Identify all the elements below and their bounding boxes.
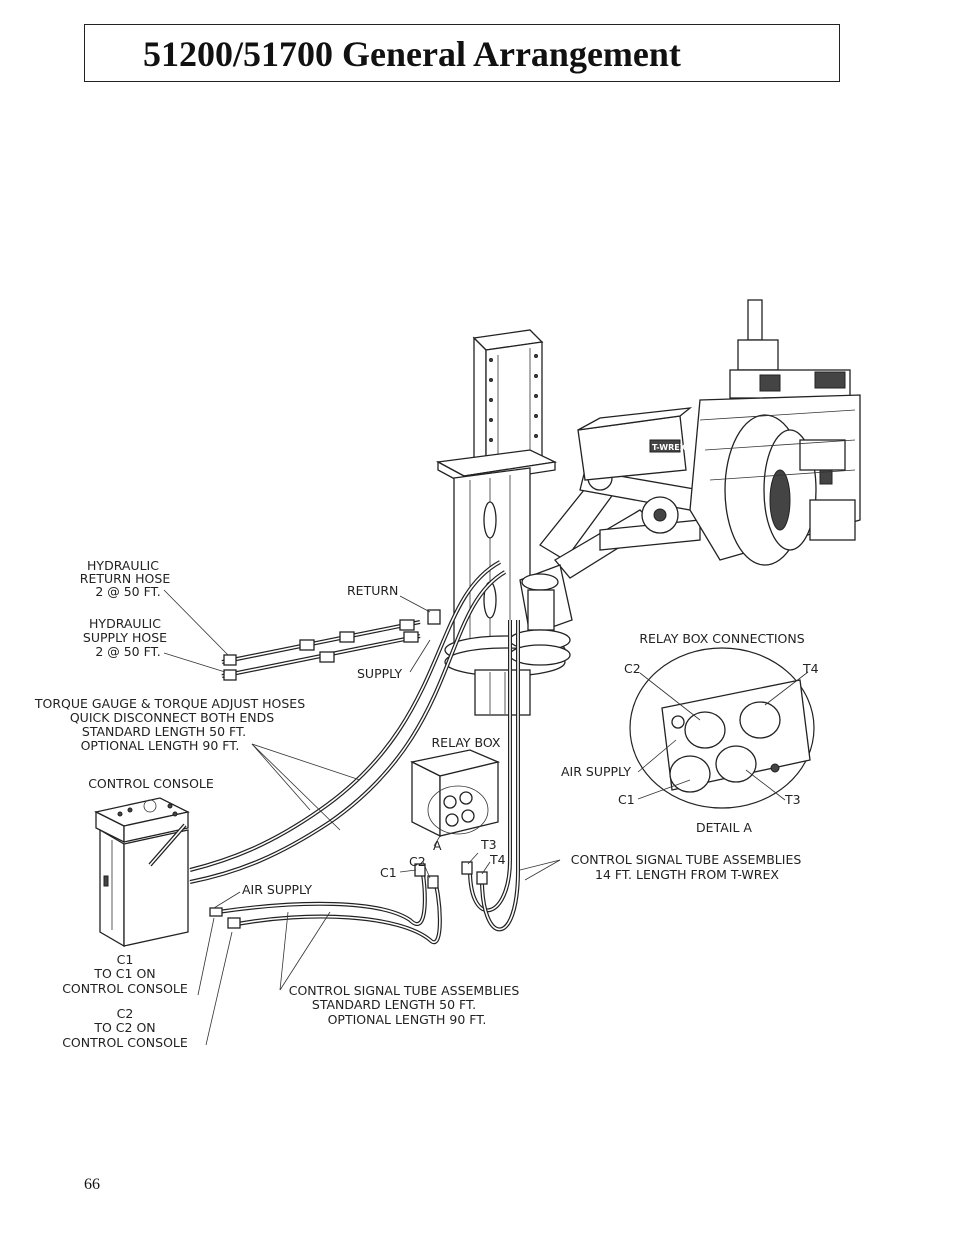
label-c2: C2 — [409, 854, 426, 869]
arm-assembly: T-WREX — [509, 407, 701, 666]
label-t3: T3 — [480, 837, 497, 852]
label-supply: SUPPLY — [357, 666, 402, 681]
label-c2-block-2: TO C2 ON — [93, 1020, 155, 1035]
label-detail-c2: C2 — [624, 661, 641, 676]
detail-a — [629, 647, 815, 809]
label-c1: C1 — [380, 865, 397, 880]
hydraulic-hoses — [221, 609, 441, 681]
label-cstub14-1: CONTROL SIGNAL TUBE ASSEMBLIES — [571, 852, 802, 867]
label-torque-4: OPTIONAL LENGTH 90 FT. — [81, 738, 240, 753]
label-hyd-return-3: 2 @ 50 FT. — [95, 584, 160, 599]
control-signal-tubes-50 — [209, 861, 488, 945]
label-t4: T4 — [489, 852, 506, 867]
label-air-supply: AIR SUPPLY — [242, 882, 312, 897]
label-hyd-supply-1: HYDRAULIC — [89, 616, 161, 631]
label-relay-box: RELAY BOX — [432, 735, 501, 750]
label-a-marker: A — [433, 838, 442, 853]
label-cstub50-2: STANDARD LENGTH 50 FT. — [312, 997, 476, 1012]
torque-hoses — [189, 560, 507, 884]
label-detail-a: DETAIL A — [696, 820, 752, 835]
label-hyd-supply-2: SUPPLY HOSE — [83, 630, 167, 645]
leader-lines — [163, 589, 809, 1046]
page-number: 66 — [84, 1176, 100, 1193]
label-return: RETURN — [347, 583, 398, 598]
label-c1-block-2: TO C1 ON — [93, 966, 155, 981]
label-c1-block-3: CONTROL CONSOLE — [62, 981, 188, 996]
label-torque-2: QUICK DISCONNECT BOTH ENDS — [70, 710, 274, 725]
label-detail-t3: T3 — [784, 792, 801, 807]
label-hyd-return-1: HYDRAULIC — [87, 558, 159, 573]
callout-labels: HYDRAULIC RETURN HOSE 2 @ 50 FT. HYDRAUL… — [34, 558, 819, 1050]
page-title: 51200/51700 General Arrangement — [143, 34, 681, 74]
control-console — [94, 797, 190, 948]
brand-mark: T-WREX — [652, 443, 687, 452]
label-c2-block-1: C2 — [117, 1006, 134, 1021]
label-cstub50-1: CONTROL SIGNAL TUBE ASSEMBLIES — [289, 983, 520, 998]
label-detail-t4: T4 — [802, 661, 819, 676]
label-torque-1: TORQUE GAUGE & TORQUE ADJUST HOSES — [34, 696, 305, 711]
t-wrex-tubes — [468, 620, 520, 932]
label-torque-3: STANDARD LENGTH 50 FT. — [82, 724, 246, 739]
label-hyd-supply-3: 2 @ 50 FT. — [95, 644, 160, 659]
label-c1-block-1: C1 — [117, 952, 134, 967]
label-detail-air-supply: AIR SUPPLY — [561, 764, 631, 779]
column-assembly — [435, 329, 566, 716]
label-hyd-return-2: RETURN HOSE — [80, 571, 171, 586]
label-cstub50-3: OPTIONAL LENGTH 90 FT. — [328, 1012, 487, 1027]
label-control-console: CONTROL CONSOLE — [88, 776, 214, 791]
label-c2-block-3: CONTROL CONSOLE — [62, 1035, 188, 1050]
label-cstub14-2: 14 FT. LENGTH FROM T-WREX — [595, 867, 779, 882]
wrench-head — [689, 299, 861, 566]
label-relay-connections: RELAY BOX CONNECTIONS — [639, 631, 804, 646]
relay-box — [410, 749, 501, 838]
label-detail-c1: C1 — [618, 792, 635, 807]
title-box: 51200/51700 General Arrangement — [84, 24, 840, 82]
